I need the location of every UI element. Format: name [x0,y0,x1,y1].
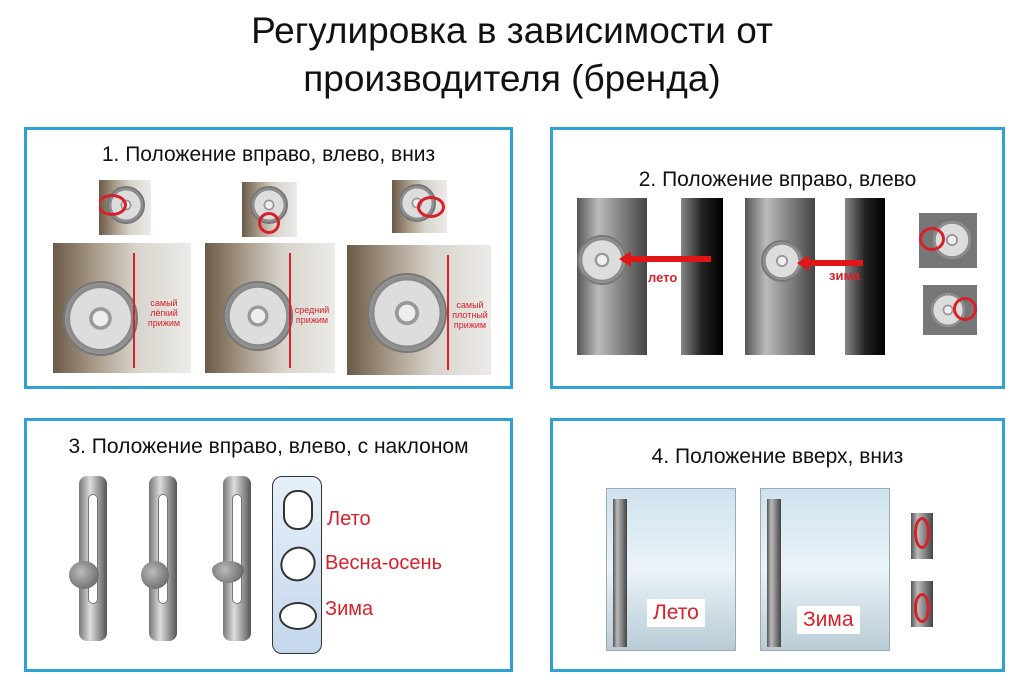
photo-light-pressure: самый лёгкий прижим [53,243,191,373]
photo-tight-pressure: самый плотный прижим [347,245,491,375]
thumb-1 [99,180,151,235]
photo-medium-pressure: средний прижим [205,243,335,373]
panel-3-heading: 3. Положение вправо, влево, с наклоном [68,435,469,458]
thumb-up [911,513,933,559]
label-summer: лето [648,270,678,285]
cam-positions-diagram [272,476,323,654]
panel-4-heading: 4. Положение вверх, вниз [651,445,904,468]
panel-1-heading: 1. Положение вправо, влево, вниз [101,143,436,166]
thumb-summer [919,213,977,268]
striker-summer [79,476,107,641]
oval-spring-autumn [273,539,323,589]
frame-seal [681,198,723,355]
oval-summer [283,490,313,530]
thumb-down [911,581,933,627]
knob-3 [212,561,244,583]
caption-medium: средний прижим [294,305,330,325]
thumb-3 [392,180,447,233]
cam-disc-summer [577,235,627,285]
striker-spring-autumn [149,476,177,641]
caption-tight: самый плотный прижим [452,300,488,330]
knob-1 [69,561,99,589]
panel-3: 3. Положение вправо, влево, с наклоном Л… [24,418,513,672]
photo-window-winter: Зима [760,488,890,651]
label-spring-autumn: Весна-осень [325,552,443,574]
frame-seal-2 [845,198,885,355]
thumb-winter [923,285,977,335]
photo-window-summer: Лето [606,488,736,651]
panel-4: 4. Положение вверх, вниз Лето Зима [550,418,1005,672]
panel-1: 1. Положение вправо, влево, вниз самый л… [24,127,513,389]
oval-winter [279,602,317,630]
thumb-2 [242,182,297,237]
label-winter-4: Зима [797,606,860,634]
striker-winter [223,476,251,641]
label-summer-3: Лето [327,508,371,530]
arrow-summer [619,251,711,267]
page-title-line-2: производителя (бренда) [303,58,721,99]
label-winter-3: Зима [325,598,374,620]
page-title-line-1: Регулировка в зависимости от [251,10,773,51]
knob-2 [141,561,169,589]
label-summer-4: Лето [647,599,705,627]
panel-2-heading: 2. Положение вправо, влево [638,168,917,191]
arrow-winter [797,255,863,271]
caption-light: самый лёгкий прижим [147,298,181,328]
panel-2: 2. Положение вправо, влево лето зима [550,127,1005,389]
label-winter: зима [829,268,861,283]
